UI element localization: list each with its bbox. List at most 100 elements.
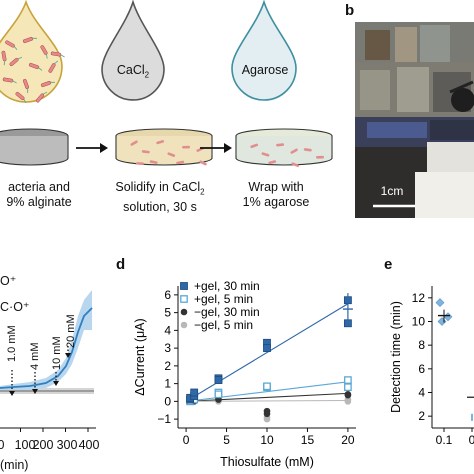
panel-c-xtick-300: 300 bbox=[56, 438, 78, 452]
dishes-row bbox=[0, 128, 333, 168]
data-point-series-0 bbox=[263, 344, 271, 353]
step-arrow-1 bbox=[76, 143, 108, 153]
panel-c-xlabel: (min) bbox=[0, 458, 29, 472]
bacterium-icon bbox=[2, 77, 17, 84]
annotation-10mm: 10 mM bbox=[51, 336, 63, 370]
panel-letter-b: b bbox=[345, 2, 355, 19]
bacterium-icon bbox=[22, 36, 37, 44]
agarose-dish-icon bbox=[235, 128, 333, 168]
alginate-dish-icon bbox=[0, 128, 69, 166]
bacterium-icon bbox=[28, 62, 43, 71]
signal-trace bbox=[0, 307, 93, 389]
panel-c-legend-1: O⁺ bbox=[0, 274, 17, 288]
panel-letter-e: e bbox=[384, 256, 393, 273]
annotation-20mm: 20 mM bbox=[65, 314, 77, 348]
bacterium-icon bbox=[48, 60, 59, 73]
legend-label-0: +gel, 30 min bbox=[194, 279, 260, 293]
bacteria-cluster bbox=[1, 36, 65, 104]
x-tick-label: 20 bbox=[341, 433, 355, 447]
legend-marker-0 bbox=[180, 282, 188, 290]
bacterium-icon bbox=[5, 40, 18, 51]
cacl2-dish-icon bbox=[115, 128, 213, 166]
step-3-label: Wrap with 1% agarose bbox=[242, 180, 310, 209]
x-tick-label: 5 bbox=[223, 433, 230, 447]
x-tick-label: 10 bbox=[260, 433, 274, 447]
panel-e-data-point bbox=[437, 317, 447, 326]
data-point-series-2 bbox=[263, 410, 271, 418]
fit-line-2 bbox=[186, 392, 348, 402]
y-tick-label: −1 bbox=[157, 412, 171, 426]
y-tick-label: 4 bbox=[164, 323, 171, 337]
annotation-arrowhead bbox=[9, 391, 15, 396]
panel-e-data-point bbox=[435, 298, 445, 307]
fit-line-0 bbox=[185, 303, 349, 402]
step-arrow-2 bbox=[200, 143, 232, 153]
data-point-series-3 bbox=[263, 415, 271, 423]
signal-band bbox=[0, 290, 92, 390]
panel-c-xtick-200: 200 bbox=[32, 438, 54, 452]
panel-e-y-tick-label: 10 bbox=[412, 315, 426, 329]
panel-c-xtick-0: 0 bbox=[0, 438, 5, 452]
panel-e-x-tick-label: 0.1 bbox=[436, 433, 453, 447]
legend-marker-3 bbox=[180, 321, 188, 329]
data-point-series-0 bbox=[190, 388, 199, 397]
panel-e-x-tick-label: 0 bbox=[469, 433, 474, 447]
annotation-arrowhead bbox=[53, 381, 59, 386]
bacterium-icon bbox=[9, 56, 22, 67]
bacterium-icon bbox=[40, 80, 55, 88]
y-axis-label: ΔCurrent (μA) bbox=[133, 318, 147, 395]
bacterium-icon bbox=[15, 91, 27, 104]
panel-e-data-point bbox=[443, 312, 453, 322]
data-point-series-1 bbox=[214, 390, 223, 399]
x-tick-label: 0 bbox=[183, 433, 190, 447]
annotation-arrowhead bbox=[65, 353, 71, 358]
panel-e-y-tick-label: 12 bbox=[412, 291, 426, 305]
panel-e-y-tick-label: 6 bbox=[418, 362, 425, 376]
scale-bar-label: 1cm bbox=[380, 184, 404, 198]
legend-marker-2 bbox=[180, 308, 188, 316]
annotation-1mm: 1.0 mM bbox=[6, 325, 18, 362]
panel-letter-d: d bbox=[116, 256, 126, 273]
data-point-series-0 bbox=[214, 376, 223, 384]
y-tick-label: 3 bbox=[164, 341, 171, 355]
x-axis-label: Thiosulfate (mM) bbox=[220, 455, 314, 469]
annotation-4mm: 4 mM bbox=[29, 342, 41, 371]
y-tick-label: 5 bbox=[164, 306, 171, 320]
agarose-drop bbox=[231, 0, 297, 101]
data-point-series-2 bbox=[344, 391, 352, 399]
data-point-series-1 bbox=[344, 376, 352, 384]
agarose-drop-label: Agarose bbox=[241, 63, 289, 77]
legend-label-3: −gel, 5 min bbox=[194, 318, 253, 332]
fit-line-3 bbox=[186, 399, 348, 402]
cacl2-drop-label: CaCl2 bbox=[116, 63, 150, 80]
panel-e-y-tick-label: 2 bbox=[418, 409, 425, 423]
step-1-label: acteria and 9% alginate bbox=[6, 180, 72, 209]
step-2-label: Solidify in CaCl2 solution, 30 s bbox=[115, 180, 205, 214]
drops-row bbox=[0, 0, 297, 104]
legend-marker-1 bbox=[180, 295, 188, 303]
fit-line-1 bbox=[186, 381, 348, 402]
bacterium-icon bbox=[50, 51, 65, 58]
y-tick-label: 2 bbox=[164, 359, 171, 373]
panel-c-xtick-100: 100 bbox=[14, 438, 36, 452]
x-tick-label: 15 bbox=[301, 433, 315, 447]
y-tick-label: 0 bbox=[164, 394, 171, 408]
bacterium-icon bbox=[40, 45, 48, 59]
bacterium-icon bbox=[1, 50, 7, 66]
bacterium-icon bbox=[22, 78, 30, 93]
annotation-arrowhead bbox=[32, 389, 38, 394]
panel-e-y-axis-label: Detection time (min) bbox=[389, 301, 403, 413]
panel-e-y-tick-label: 8 bbox=[418, 338, 425, 352]
legend-label-1: +gel, 5 min bbox=[194, 292, 253, 306]
bacteria-drop bbox=[0, 0, 63, 103]
bacterium-icon bbox=[35, 91, 48, 103]
data-point-series-1 bbox=[344, 383, 352, 392]
panel-e-y-tick-label: 4 bbox=[418, 386, 425, 400]
y-tick-label: 6 bbox=[164, 288, 171, 302]
panel-c-chart bbox=[0, 290, 96, 432]
y-tick-label: 1 bbox=[164, 377, 171, 391]
data-point-series-1 bbox=[263, 382, 271, 391]
panel-c-xtick-400: 400 bbox=[78, 438, 100, 452]
